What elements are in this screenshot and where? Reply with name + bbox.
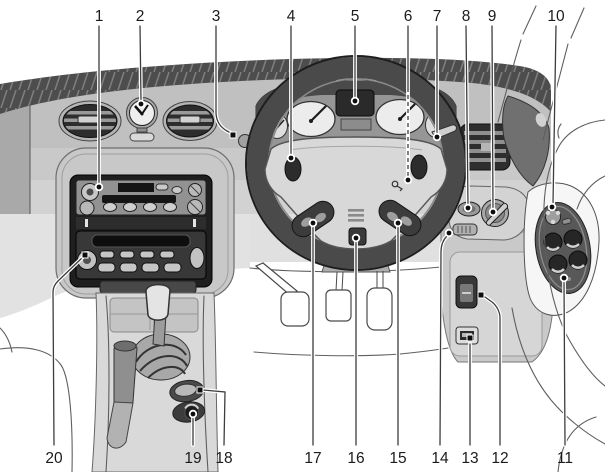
clutch-pedal [280,291,310,327]
pedals [254,262,393,331]
callouts: 1 2 3 4 5 [45,8,573,467]
callout-7: 7 [433,8,442,142]
callout-5: 5 [351,8,360,106]
radio-display [118,183,154,192]
gear-knob [145,283,171,321]
callout-9: 9 [488,8,498,217]
right-spoke-switches [378,199,422,237]
face-vent-left [58,100,122,142]
callout-2-label: 2 [136,8,145,25]
console-tunnel [91,283,219,472]
callout-17: 17 [304,218,322,467]
window-switches [543,229,588,274]
handbrake-lever [106,340,138,449]
callout-14-label: 14 [431,450,449,467]
accelerator-pedal [366,287,393,331]
callout-12: 12 [477,291,509,467]
callout-20-label: 20 [45,450,63,467]
door-switch-pack [523,182,600,316]
climate-control-unit [75,230,207,280]
analogue-clock [126,97,158,133]
callout-8: 8 [462,8,473,213]
face-vent-right [162,101,218,141]
callout-19-label: 19 [184,450,201,467]
cassette-slot [102,195,176,203]
callout-8-label: 8 [462,8,471,25]
callout-18: 18 [196,386,233,467]
callout-1: 1 [95,8,104,192]
callout-10-label: 10 [547,8,565,25]
callout-13: 13 [461,334,479,467]
callout-4: 4 [287,8,296,163]
callout-11-label: 11 [557,450,573,467]
dimmer-thumbwheel [452,223,478,236]
callout-19: 19 [184,409,202,467]
audio-unit [75,179,207,216]
callout-3: 3 [212,8,237,139]
callout-2: 2 [136,8,146,109]
callout-4-label: 4 [287,8,296,25]
dash-end-cap [502,95,550,187]
callout-13-label: 13 [461,450,478,467]
callout-3-label: 3 [212,8,221,25]
callout-6: 6 [404,8,413,185]
ignition-key-icon [391,180,399,188]
callout-5-label: 5 [351,8,360,25]
brake-pedal [325,289,352,322]
clutch-pedal-arm [254,262,298,297]
ashtray-lighter-pod [169,379,206,423]
wiper-stalk-slot [410,154,428,180]
callout-18-label: 18 [215,450,232,467]
callout-9-label: 9 [488,8,497,25]
callout-11: 11 [557,273,573,467]
gear-lever [131,283,191,381]
callout-15-label: 15 [389,450,406,467]
callout-6-label: 6 [404,8,413,25]
callout-16-label: 16 [347,450,364,467]
callout-20: 20 [45,251,89,467]
callout-10: 10 [547,8,565,212]
callout-12-label: 12 [491,450,508,467]
callout-16: 16 [347,233,365,467]
callout-14: 14 [431,228,454,467]
center-console [55,147,235,299]
callout-17-label: 17 [304,450,321,467]
hazard-switch [129,132,155,142]
callout-15: 15 [389,218,407,467]
callout-1-label: 1 [95,8,104,25]
callout-7-label: 7 [433,8,442,25]
